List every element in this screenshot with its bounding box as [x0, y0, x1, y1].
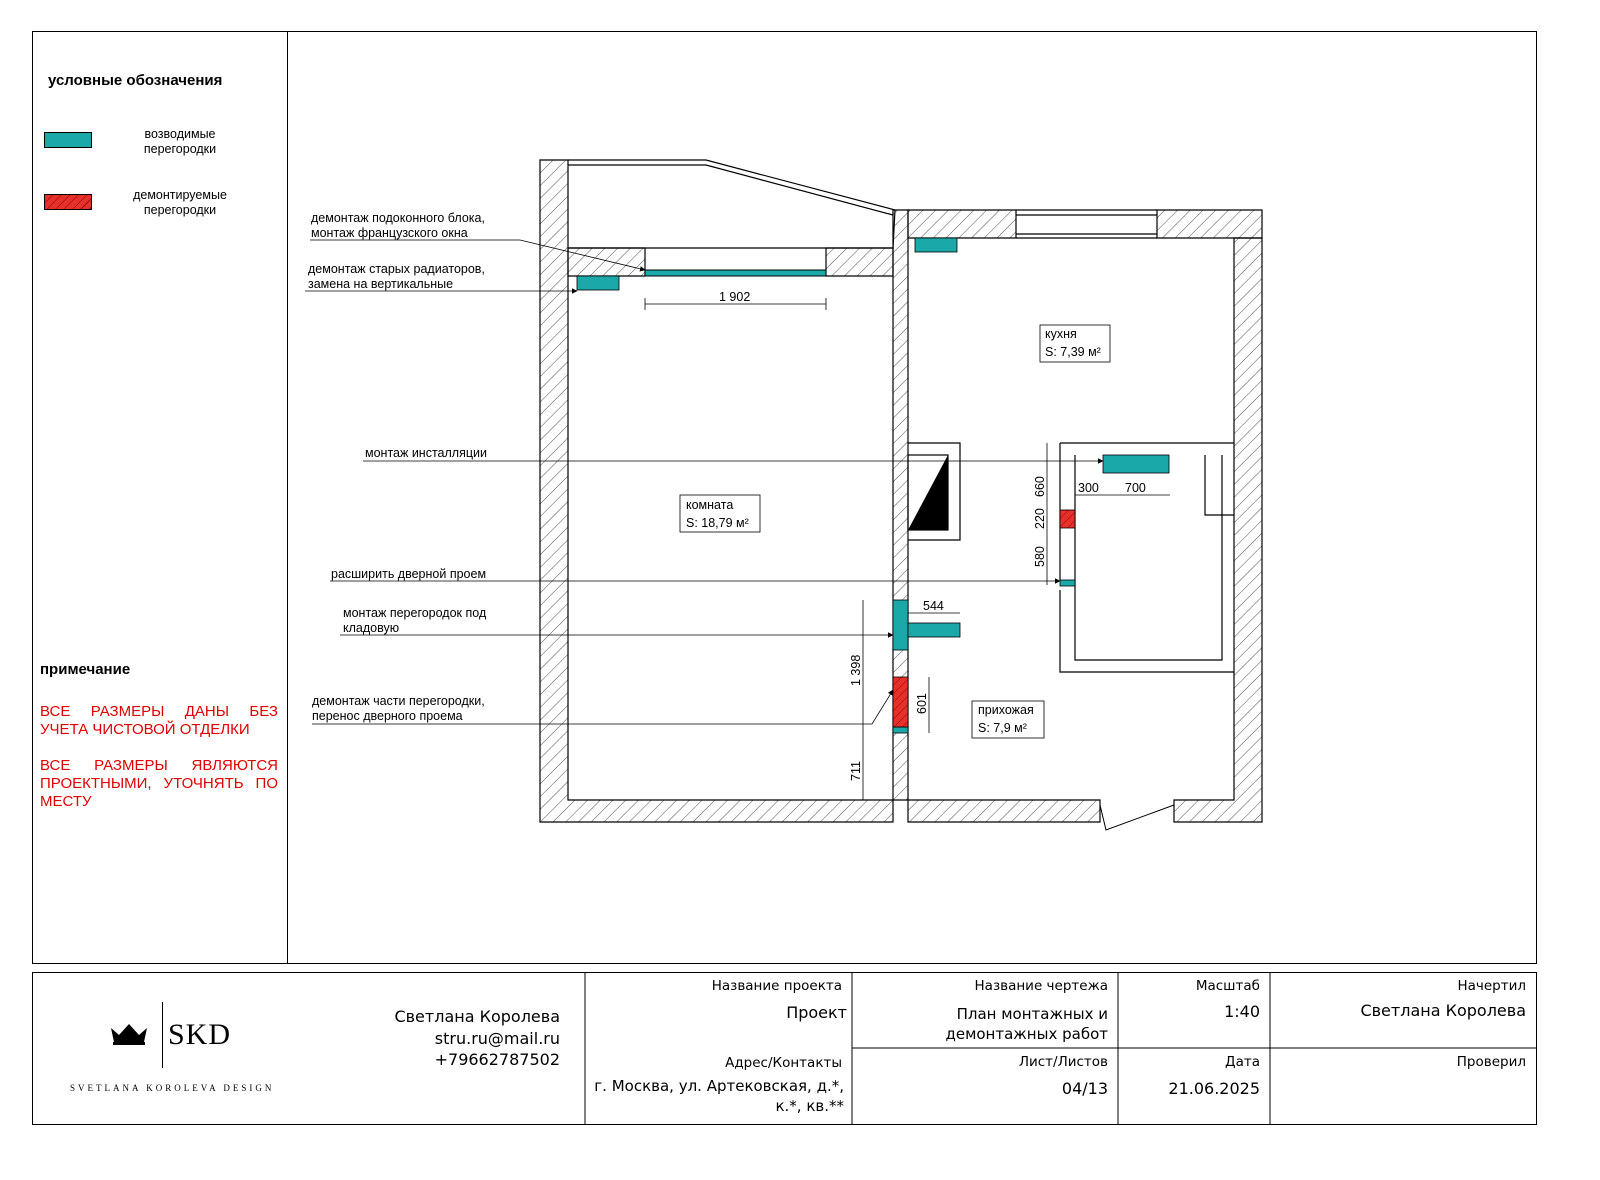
installation-shape — [908, 455, 948, 530]
note-1: ВСЕ РАЗМЕРЫ ДАНЫ БЕЗ УЧЕТА ЧИСТОВОЙ ОТДЕ… — [40, 703, 278, 738]
entrance-door — [1099, 804, 1175, 831]
dim-601: 601 — [915, 693, 929, 714]
address-label: Адрес/Контакты — [725, 1055, 842, 1071]
callout-storage-1: монтаж перегородок под — [343, 606, 487, 620]
project-value: Проект — [786, 1003, 847, 1022]
checked-by-label: Проверил — [1456, 1054, 1526, 1070]
legend-label-demolish: демонтируемые перегородки — [133, 188, 227, 217]
dim-700: 700 — [1125, 481, 1146, 495]
dim-300: 300 — [1078, 481, 1099, 495]
legend-title: условные обозначения — [48, 72, 223, 89]
author-phone: +79662787502 — [434, 1050, 560, 1069]
crown-icon — [111, 1024, 147, 1045]
callout-radiators-2: замена на вертикальные — [308, 277, 453, 291]
drawing-label: Название чертежа — [974, 978, 1108, 994]
window-room — [644, 248, 827, 277]
drawing-value: План монтажных и демонтажных работ — [945, 1005, 1108, 1043]
dimension-lines — [644, 298, 1170, 800]
logo-divider — [162, 1002, 163, 1068]
sheet-value: 04/13 — [1061, 1079, 1108, 1098]
floor-plan: демонтаж подоконного блока, монтаж франц… — [305, 159, 1263, 831]
date-value: 21.06.2025 — [1168, 1079, 1260, 1098]
dim-1902: 1 902 — [719, 290, 750, 304]
room-living-name: комната — [686, 498, 733, 512]
drawn-by-label: Начертил — [1457, 978, 1526, 994]
callout-leaders — [305, 239, 1104, 725]
sheet-label: Лист/Листов — [1018, 1054, 1108, 1070]
dim-580: 580 — [1033, 546, 1047, 567]
author-email: stru.ru@mail.ru — [434, 1029, 560, 1048]
legend-panel — [32, 31, 288, 964]
callout-windowblock-1: демонтаж подоконного блока, — [311, 211, 485, 225]
author-name: Светлана Королева — [394, 1007, 560, 1026]
drawing-frame — [32, 31, 1537, 964]
dim-1398: 1 398 — [849, 655, 863, 686]
room-kitchen-area: S: 7,39 м² — [1045, 345, 1101, 359]
drawn-by-value: Светлана Королева — [1360, 1001, 1526, 1020]
scale-value: 1:40 — [1224, 1002, 1260, 1021]
legend-swatch-demolish — [44, 194, 92, 210]
callout-installation: монтаж инсталляции — [365, 446, 487, 460]
dim-220: 220 — [1033, 508, 1047, 529]
date-label: Дата — [1225, 1054, 1260, 1070]
callout-partial-demo-2: перенос дверного проема — [312, 709, 463, 723]
callout-widen-door: расширить дверной проем — [331, 567, 486, 581]
note-2: ВСЕ РАЗМЕРЫ ЯВЛЯЮТСЯ ПРОЕКТНЫМИ, УТОЧНЯТ… — [40, 757, 278, 810]
dim-660: 660 — [1033, 476, 1047, 497]
scale-label: Масштаб — [1195, 978, 1260, 994]
dim-544: 544 — [923, 599, 944, 613]
callout-partial-demo-1: демонтаж части перегородки, — [312, 694, 485, 708]
legend-swatch-new — [44, 132, 92, 148]
room-label-boxes — [679, 324, 1111, 739]
legend-label-new: возводимые перегородки — [143, 127, 217, 156]
logo-text: SKD — [168, 1018, 232, 1051]
room-hall-name: прихожая — [978, 703, 1034, 717]
loggia — [568, 159, 1157, 249]
address-value: г. Москва, ул. Артековская, д.*, к.*, кв… — [594, 1077, 844, 1115]
room-hall-area: S: 7,9 м² — [978, 721, 1027, 735]
callout-storage-2: кладовую — [343, 621, 399, 635]
interior-walls — [907, 442, 1234, 673]
demolish-partitions — [892, 509, 1076, 728]
notes-title: примечание — [40, 661, 131, 678]
room-living-area: S: 18,79 м² — [686, 516, 749, 530]
callout-windowblock-2: монтаж французского окна — [311, 226, 468, 240]
room-kitchen-name: кухня — [1045, 327, 1077, 341]
new-partitions — [576, 237, 1170, 734]
callout-radiators-1: демонтаж старых радиаторов, — [308, 262, 485, 276]
project-label: Название проекта — [711, 978, 842, 994]
dim-711: 711 — [849, 761, 863, 781]
logo-subtitle: SVETLANA KOROLEVA DESIGN — [70, 1083, 275, 1093]
